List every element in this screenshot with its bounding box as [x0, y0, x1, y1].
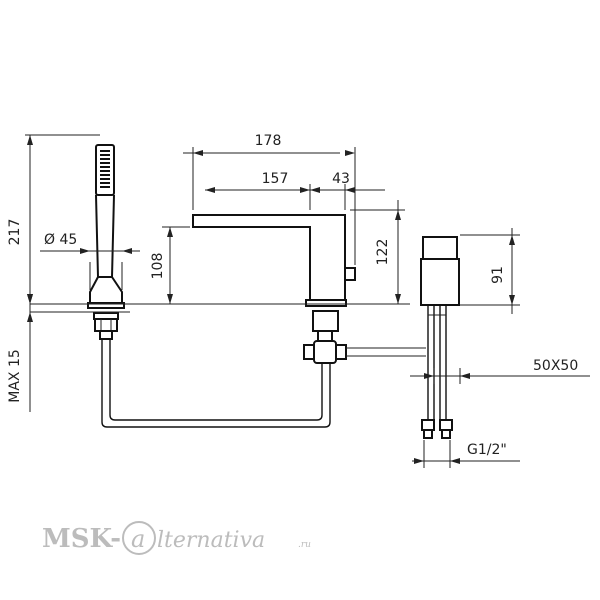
supply-fitting-right [439, 419, 453, 431]
valve [420, 236, 460, 439]
hand-shower-head [95, 144, 115, 196]
hand-shower-connector [99, 330, 113, 340]
mixer-body [192, 214, 426, 364]
hand-shower [87, 144, 125, 340]
dim-217-label: 217 [7, 219, 23, 246]
dim-122-label: 122 [375, 239, 391, 266]
dim-122: 122 [350, 200, 405, 304]
hand-shower-handle [95, 194, 115, 278]
svg-text:a: a [131, 525, 145, 553]
dim-43-label: 43 [332, 171, 350, 187]
dim-108: 108 [150, 226, 190, 304]
watermark-brand: MSK- [42, 524, 121, 554]
dim-diameter-label: Ø 45 [44, 232, 77, 248]
dim-max15-label: MAX 15 [7, 349, 23, 403]
shower-hose [101, 339, 331, 428]
supply-thread-right [441, 429, 451, 439]
at-logo-icon: a [122, 521, 156, 555]
diverter-left-port [303, 344, 315, 360]
dim-108-label: 108 [150, 253, 166, 280]
dim-178: 178 [183, 133, 356, 265]
diverter-tee [313, 340, 337, 364]
dim-43: 43 [310, 171, 385, 210]
dim-157-label: 157 [262, 171, 289, 187]
hand-shower-holder [89, 276, 123, 304]
dim-91-label: 91 [490, 266, 506, 284]
dim-157: 157 [205, 171, 311, 210]
dim-50x50: 50X50 [410, 358, 590, 384]
lever [344, 267, 356, 281]
valve-handle [422, 236, 458, 260]
dim-thread-label: G1/2" [467, 442, 507, 458]
watermark-suffix: .ru [298, 540, 311, 550]
mixer-shank-lower [317, 330, 333, 342]
spout [192, 214, 346, 301]
supply-thread-left [423, 429, 433, 439]
dim-50x50-label: 50X50 [533, 358, 578, 374]
watermark: MSK- a lternativa .ru [42, 521, 311, 555]
dim-91: 91 [460, 228, 520, 314]
dim-diameter: Ø 45 [40, 232, 140, 290]
hand-shower-nozzles [100, 150, 110, 188]
dim-max15: MAX 15 [7, 294, 33, 412]
hand-shower-nut [94, 318, 118, 332]
diverter-right-port [335, 344, 347, 360]
dim-217: 217 [7, 134, 100, 304]
dim-178-label: 178 [255, 133, 282, 149]
dim-thread: G1/2" [412, 440, 520, 468]
mixer-base [305, 299, 347, 307]
supply-fitting-left [421, 419, 435, 431]
hand-shower-flange [87, 302, 125, 309]
valve-body [420, 258, 460, 306]
watermark-script: lternativa [157, 528, 265, 553]
mixer-shank [312, 310, 339, 332]
